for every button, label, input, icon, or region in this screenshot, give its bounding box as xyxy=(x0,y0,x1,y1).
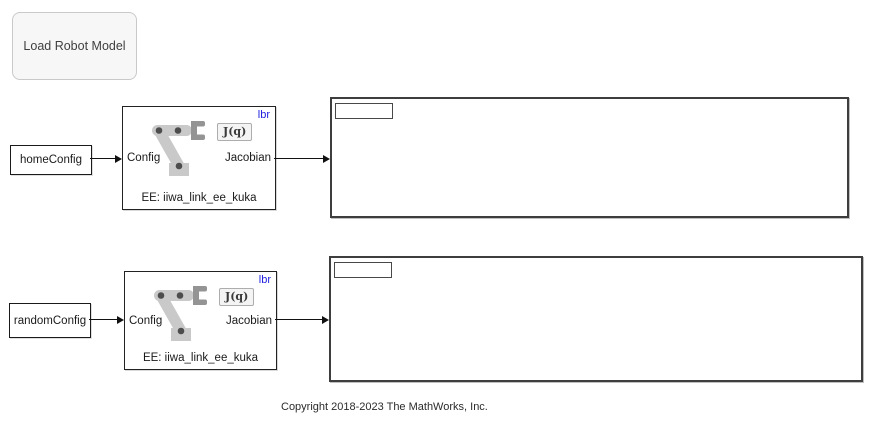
block-annotation: lbr xyxy=(257,109,270,121)
wire-arrowhead-icon xyxy=(115,155,122,163)
homeconfig-source-block[interactable]: homeConfig xyxy=(10,145,92,175)
jacobian-function-badge: J(q) xyxy=(219,288,255,306)
config-input-port-label: Config xyxy=(129,314,163,327)
load-robot-model-button[interactable]: Load Robot Model xyxy=(12,12,137,80)
display-block[interactable] xyxy=(329,256,863,382)
randomconfig-source-block[interactable]: randomConfig xyxy=(9,303,91,338)
signal-wire[interactable] xyxy=(275,319,322,321)
display-value-box xyxy=(335,103,393,119)
signal-wire[interactable] xyxy=(90,158,116,160)
robot-arm-icon xyxy=(152,121,205,176)
end-effector-caption: EE: iiwa_link_ee_kuka xyxy=(141,192,257,204)
end-effector-caption: EE: iiwa_link_ee_kuka xyxy=(142,352,259,364)
jacobian-output-port-label: Jacobian xyxy=(225,314,272,327)
source-block-label: homeConfig xyxy=(19,154,82,166)
robot-arm-icon xyxy=(154,286,207,341)
display-block[interactable] xyxy=(330,97,849,218)
jacobian-output-port-label: Jacobian xyxy=(224,152,271,164)
signal-wire[interactable] xyxy=(89,319,117,321)
wire-arrowhead-icon xyxy=(323,155,330,163)
wire-arrowhead-icon xyxy=(117,316,124,324)
jacobian-function-badge: J(q) xyxy=(217,123,253,141)
block-annotation: lbr xyxy=(258,274,271,286)
get-jacobian-block[interactable]: lbr J(q) Config Jacobian EE: iiwa_link_e… xyxy=(124,271,277,370)
copyright-annotation: Copyright 2018-2023 The MathWorks, Inc. xyxy=(281,401,488,413)
source-block-label: randomConfig xyxy=(13,314,87,327)
wire-arrowhead-icon xyxy=(322,316,329,324)
display-value-box xyxy=(334,262,392,278)
signal-wire[interactable] xyxy=(274,158,323,160)
get-jacobian-block[interactable]: lbr J(q) Config Jacobian EE: iiwa_link_e… xyxy=(122,106,276,210)
config-input-port-label: Config xyxy=(127,152,161,164)
